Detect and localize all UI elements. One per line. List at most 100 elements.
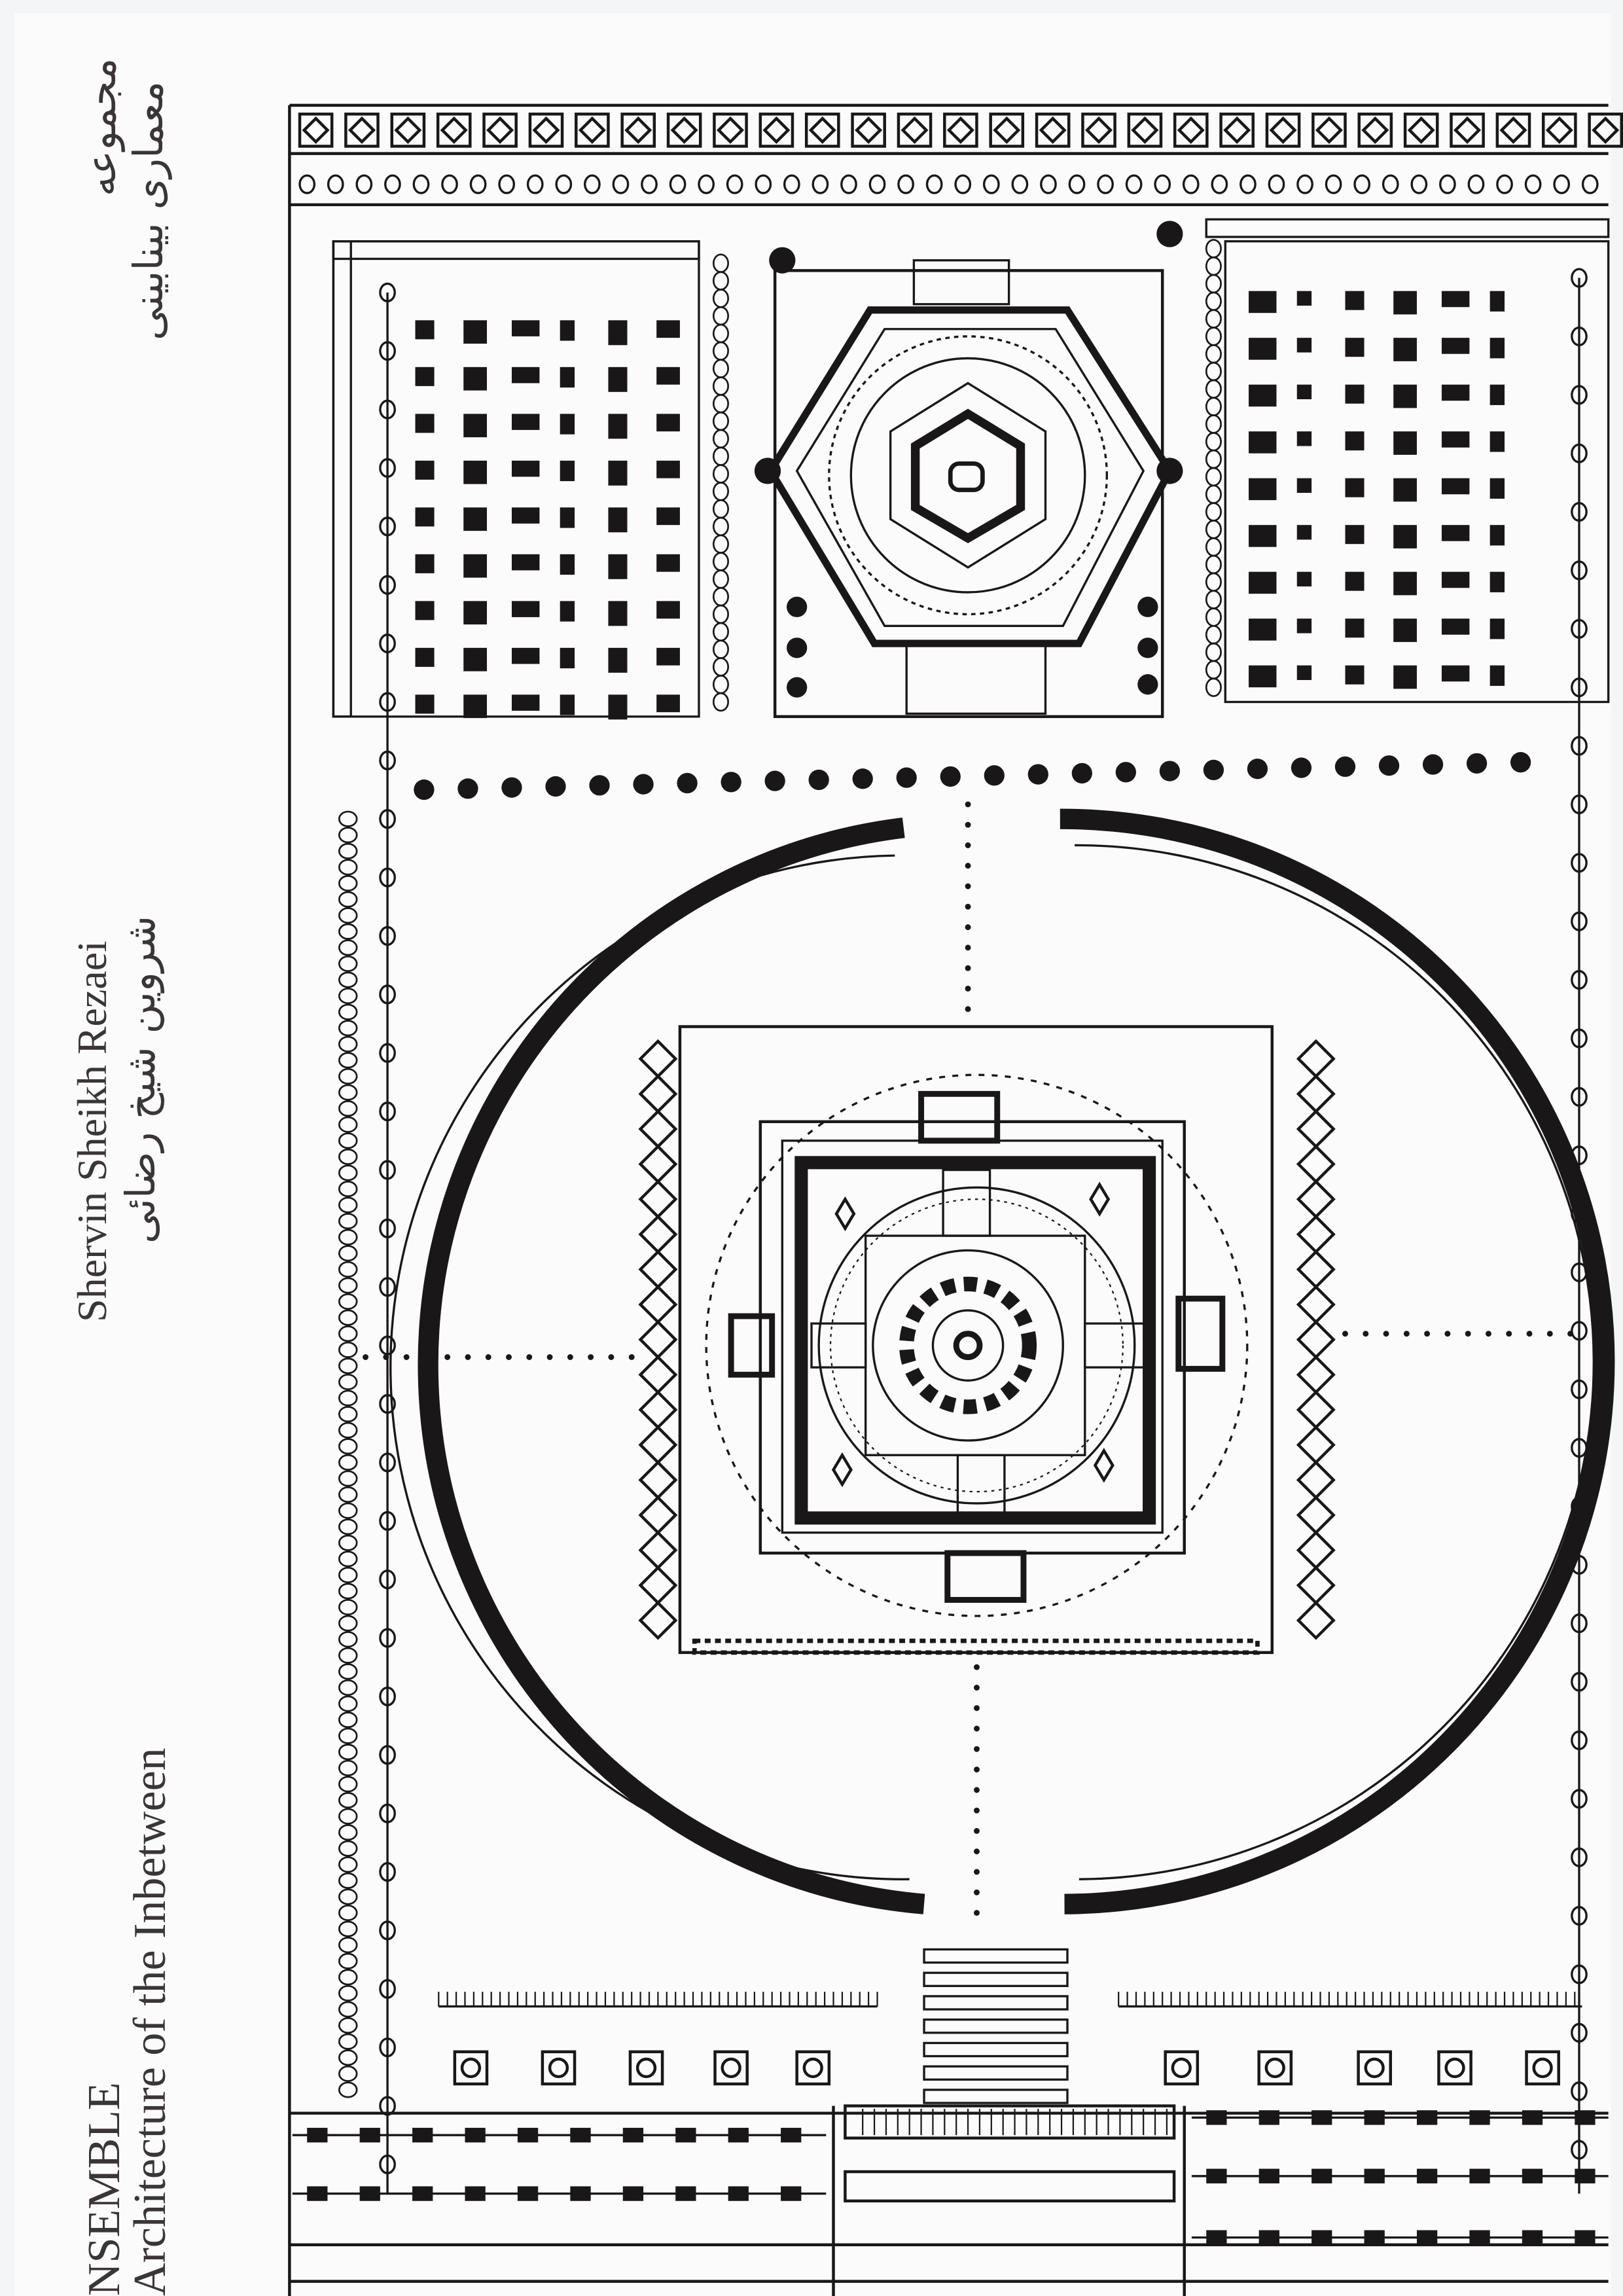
tree-dot	[1247, 759, 1268, 780]
tree-dot	[1291, 757, 1312, 778]
axis-dot	[465, 1354, 471, 1360]
path-lamp	[379, 457, 396, 478]
chain-link	[338, 1100, 358, 1117]
pillar-link	[712, 586, 729, 607]
chain-link	[338, 2049, 358, 2066]
chain-link	[338, 1486, 358, 1503]
path-lamp	[1571, 677, 1588, 698]
garden-block	[463, 647, 487, 672]
chain-link	[338, 1357, 358, 1374]
border-circle	[412, 174, 430, 194]
axis-dot	[965, 1006, 971, 1013]
path-lamp	[1571, 969, 1588, 990]
chain-link	[338, 955, 358, 972]
axis-dot	[974, 1767, 980, 1773]
plaza-diamond	[638, 1074, 678, 1114]
path-lamp	[379, 1043, 396, 1063]
chain-link	[338, 1132, 358, 1149]
pillar-link	[712, 289, 729, 308]
garden-block	[511, 414, 540, 430]
garden-block	[656, 647, 680, 666]
corner-tree	[1156, 221, 1183, 247]
border-diamond	[394, 116, 422, 144]
hedge-block	[1522, 2168, 1543, 2183]
axis-dot	[1465, 1331, 1471, 1337]
axis-dot	[526, 1354, 533, 1360]
axis-dot	[1526, 1331, 1533, 1337]
plaza-diamond	[1296, 1425, 1336, 1465]
corner-diamond	[1093, 1448, 1115, 1483]
border-tile	[1450, 113, 1485, 148]
chain-link	[338, 1518, 358, 1535]
plaza-diamond	[1296, 1285, 1336, 1325]
garden-block	[1296, 431, 1312, 446]
garden-block	[1393, 338, 1417, 361]
path-lamp	[379, 1452, 396, 1473]
step	[923, 1971, 1069, 1987]
border-diamond	[348, 116, 376, 144]
chain-link	[338, 1840, 358, 1857]
path-lamp	[379, 634, 396, 654]
path-lamp	[1571, 385, 1588, 405]
tree-dot	[1071, 762, 1092, 784]
hexagon-inner	[795, 328, 1145, 627]
garden-block	[1393, 431, 1417, 455]
border-diamond	[1454, 116, 1482, 144]
path-lamp	[379, 809, 396, 829]
plaza-diamond	[1296, 1214, 1336, 1254]
outer-frame	[288, 103, 1609, 2296]
path-lamp	[379, 1277, 396, 1297]
path-lamp	[1571, 560, 1588, 581]
walkway	[956, 1454, 1006, 1522]
plaza-diamond	[638, 1144, 678, 1184]
pavilion-center	[948, 461, 985, 492]
pillar-link	[1205, 537, 1222, 557]
path-lamp	[379, 2037, 396, 2058]
axis-dot	[1383, 1331, 1389, 1337]
path-lamp	[379, 1570, 396, 1590]
tree-dot	[721, 772, 741, 793]
axis-dot	[588, 1354, 594, 1360]
border-diamond	[716, 116, 745, 144]
chain-link	[338, 1277, 358, 1294]
plaza-diamond	[1296, 1355, 1336, 1395]
hedge-block	[1575, 2168, 1596, 2183]
pillar-link	[712, 604, 729, 624]
garden-block	[1345, 571, 1364, 591]
planter	[628, 2050, 664, 2086]
border-circle	[726, 174, 743, 194]
garden-block	[1393, 384, 1417, 408]
garden-block	[1345, 478, 1364, 497]
border-tile	[666, 113, 702, 148]
gate-south	[944, 1550, 1027, 1603]
garden-block	[415, 694, 435, 714]
chain-link	[338, 1245, 358, 1262]
border-circle	[897, 174, 914, 194]
hedge-block	[307, 2186, 328, 2201]
pillar-link	[712, 552, 729, 571]
path-lamp	[379, 1218, 396, 1238]
corner-tree	[1156, 457, 1183, 484]
enclosure-arc-right	[1060, 808, 1615, 1914]
garden-block	[1345, 619, 1364, 638]
chain-link	[338, 1470, 358, 1487]
chain-link	[338, 1583, 358, 1600]
chain-link	[338, 1551, 358, 1568]
border-circle	[1154, 174, 1171, 194]
plaza-diamond	[1296, 1390, 1336, 1429]
tree-dot	[764, 770, 785, 791]
border-tile	[620, 113, 656, 148]
garden-block	[608, 414, 628, 439]
garden-block	[560, 320, 575, 341]
garden-block	[1441, 291, 1470, 308]
border-diamond	[532, 116, 560, 144]
garden-block	[656, 367, 680, 385]
hedge-block	[1311, 2230, 1332, 2245]
border-circle	[1467, 174, 1485, 194]
walkway	[942, 1168, 991, 1237]
pillar-link	[712, 674, 729, 694]
path-lamp	[1571, 794, 1588, 814]
chain-link	[338, 1116, 358, 1133]
chain-link	[338, 1695, 358, 1712]
hedge-block	[1206, 2110, 1227, 2125]
